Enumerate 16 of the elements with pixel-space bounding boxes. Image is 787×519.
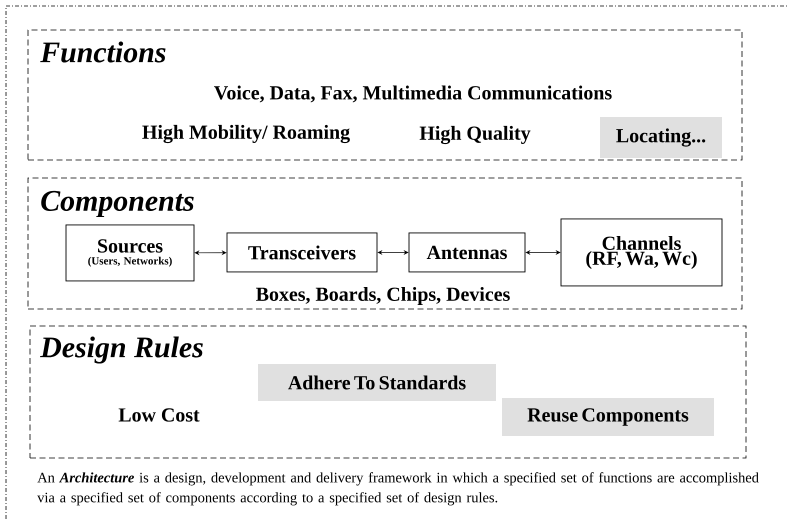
component-box: Transceivers [226, 232, 378, 272]
component-box: Channels (RF, Wa, Wc) [560, 218, 722, 286]
highlight-box: Locating... [600, 116, 722, 158]
highlight-box: Reuse Components [502, 398, 714, 436]
panel-text: Low Cost [118, 408, 200, 422]
component-box: Sources (Users, Networks) [66, 224, 194, 282]
panel-text: High Quality [420, 126, 530, 144]
panel-text: High Mobility/ Roaming [142, 124, 350, 144]
panel-title: Components [41, 190, 194, 218]
component-box: Antennas [408, 232, 526, 272]
panel-text: Voice, Data, Fax, Multimedia Communications [214, 86, 612, 102]
caption: An Architecture is a design, development and delivery framework in which a specified set of functions are accomplished via a specified set of components according to a specified set of design rules. [37, 472, 759, 506]
panel-title: Design Rules [40, 336, 203, 364]
panel-title: Functions [40, 41, 166, 63]
panel-text: Boxes, Boards, Chips, Devices [256, 286, 510, 305]
highlight-box: Adhere To Standards [258, 364, 496, 401]
